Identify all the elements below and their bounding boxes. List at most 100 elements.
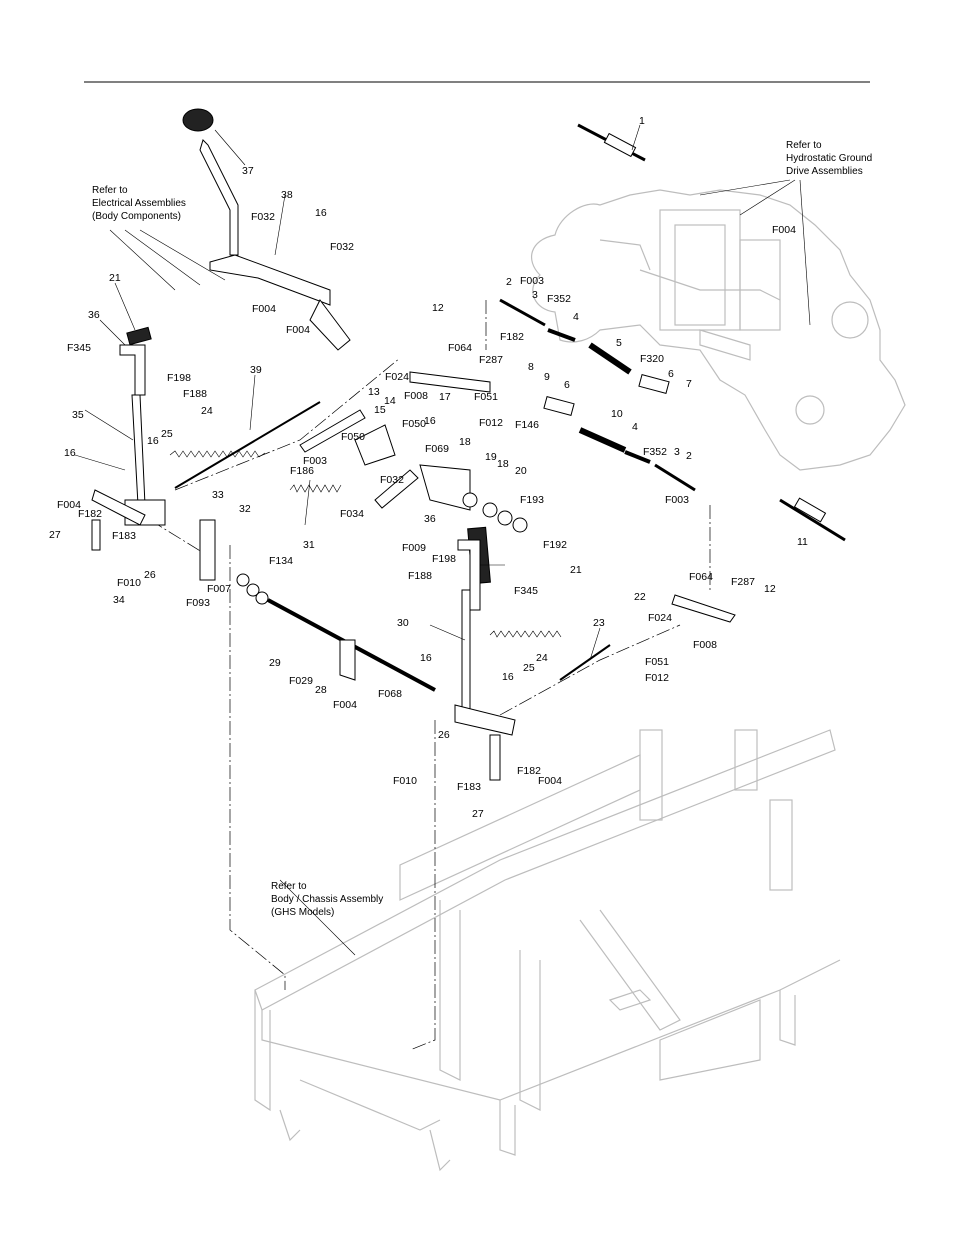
callout: 35 (72, 409, 84, 421)
callout: 5 (616, 337, 622, 349)
callout: F029 (289, 675, 313, 687)
callout: 21 (570, 564, 582, 576)
callout: 20 (515, 465, 527, 477)
callout: F193 (520, 494, 544, 506)
callout: 37 (242, 165, 254, 177)
callout: 18 (497, 458, 509, 470)
svg-text:Hydrostatic Ground: Hydrostatic Ground (786, 153, 872, 164)
callout: 2 (686, 450, 692, 462)
callout: 33 (212, 489, 224, 501)
callout: F345 (514, 585, 538, 597)
callout: F024 (385, 371, 409, 383)
callout: F050 (402, 418, 426, 430)
callout: 27 (472, 808, 484, 820)
callout: F034 (340, 508, 364, 520)
callout: F032 (330, 241, 354, 253)
svg-text:(Body Components): (Body Components) (92, 211, 181, 222)
callout: F182 (517, 765, 541, 777)
callout: 19 (485, 451, 497, 463)
callout: F287 (731, 576, 755, 588)
callout: F188 (183, 388, 207, 400)
callout: 25 (161, 428, 173, 440)
callout: F004 (57, 499, 81, 511)
reference-notes: Refer to Electrical Assemblies (Body Com… (92, 140, 872, 918)
shift-lever-38 (199, 139, 239, 256)
callout: F198 (167, 372, 191, 384)
note-hydrostatic: Refer to Hydrostatic Ground Drive Assemb… (786, 140, 872, 177)
callout: 11 (797, 536, 808, 548)
callout: F032 (380, 474, 404, 486)
callout: F182 (500, 331, 524, 343)
callout: F183 (457, 781, 481, 793)
callout: F010 (117, 577, 141, 589)
callout: 13 (368, 386, 380, 398)
leader-lines (74, 124, 811, 956)
callout: 26 (438, 729, 450, 741)
callout: F064 (689, 571, 713, 583)
callout: F198 (432, 553, 456, 565)
callout: 12 (764, 583, 776, 595)
callout: F004 (252, 303, 276, 315)
callout: 36 (88, 309, 100, 321)
svg-text:Body / Chassis Assembly: Body / Chassis Assembly (271, 894, 383, 905)
callout: 10 (611, 408, 623, 420)
callout: 32 (239, 503, 251, 515)
callout: F012 (645, 672, 669, 684)
callout: 4 (573, 311, 579, 323)
note-electrical: Refer to Electrical Assemblies (Body Com… (92, 185, 186, 222)
callout: F004 (772, 224, 796, 236)
callout: F008 (693, 639, 717, 651)
svg-text:Electrical Assemblies: Electrical Assemblies (92, 198, 186, 209)
callout: 6 (668, 368, 674, 380)
callout: 14 (384, 395, 396, 407)
callout: F051 (645, 656, 669, 668)
callout: F345 (67, 342, 91, 354)
callout: F192 (543, 539, 567, 551)
callout: F352 (547, 293, 571, 305)
callout: 28 (315, 684, 327, 696)
callout: F004 (286, 324, 310, 336)
knob-37 (182, 108, 214, 132)
callout: 26 (144, 569, 156, 581)
callout: 6 (564, 379, 570, 391)
callout: 12 (432, 302, 444, 314)
callout: 16 (147, 435, 159, 447)
callout: F064 (448, 342, 472, 354)
callout: 21 (109, 272, 121, 284)
callout: 7 (686, 378, 692, 390)
callout-labels: 1 37 38 F032 16 F032 F004 F004 F004 21 3… (49, 115, 808, 820)
callout: F134 (269, 555, 293, 567)
callout: 29 (269, 657, 281, 669)
callout: F004 (538, 775, 562, 787)
callout: F008 (404, 390, 428, 402)
callout: F352 (643, 446, 667, 458)
callout: 16 (64, 447, 76, 459)
callout: F093 (186, 597, 210, 609)
callout: 17 (439, 391, 451, 403)
callout: 8 (528, 361, 534, 373)
callout: F287 (479, 354, 503, 366)
callout: 27 (49, 529, 61, 541)
callout: F188 (408, 570, 432, 582)
callout: 18 (459, 436, 471, 448)
callout: F024 (648, 612, 672, 624)
callout: F003 (665, 494, 689, 506)
callout: F068 (378, 688, 402, 700)
svg-text:(GHS Models): (GHS Models) (271, 907, 334, 918)
callout: F186 (290, 465, 314, 477)
callout: F069 (425, 443, 449, 455)
callout: 15 (374, 404, 386, 416)
callout: 36 (424, 513, 436, 525)
callout: 16 (424, 415, 436, 427)
callout: 2 (506, 276, 512, 288)
parts (91, 108, 846, 781)
callout: 30 (397, 617, 409, 629)
connector-lines (149, 300, 711, 1051)
callout: 3 (674, 446, 680, 458)
callout: F032 (251, 211, 275, 223)
callout: 16 (315, 207, 327, 219)
chassis-frame-ghost (254, 729, 841, 1172)
callout: F051 (474, 391, 498, 403)
